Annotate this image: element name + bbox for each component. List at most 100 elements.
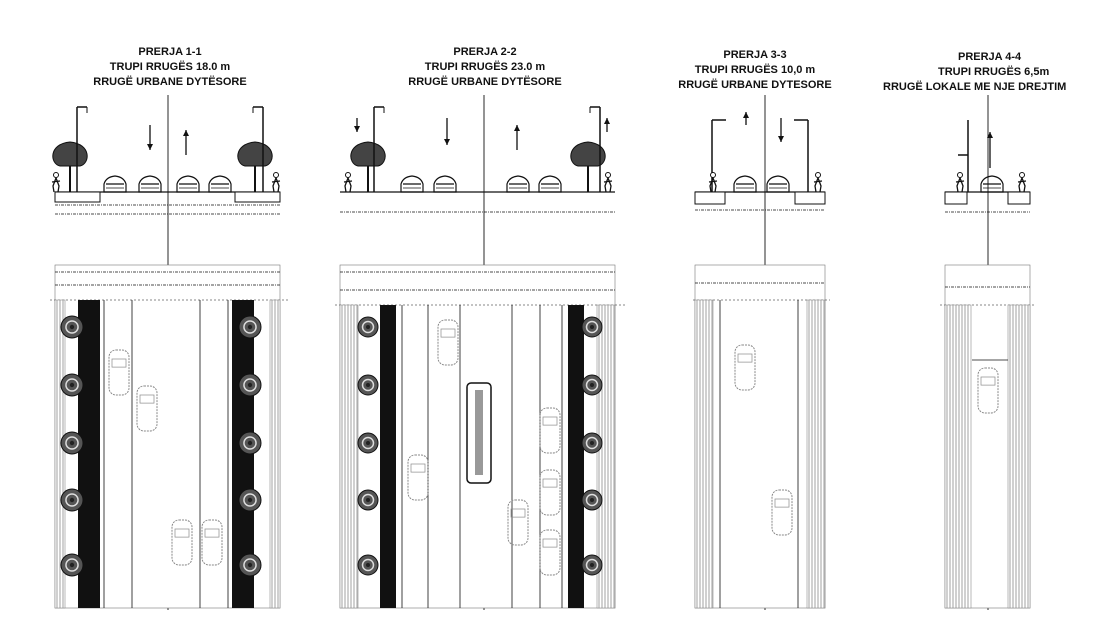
tree-ring — [65, 558, 79, 572]
pedestrian-icon — [957, 172, 963, 178]
tree-core — [247, 440, 253, 446]
tree-ring — [585, 493, 599, 507]
car-plan-icon — [108, 349, 130, 396]
tree-core — [590, 498, 594, 502]
tree-ring — [585, 378, 599, 392]
tree-core — [69, 562, 75, 568]
tree-ring — [65, 378, 79, 392]
arrow-head — [778, 136, 784, 142]
tree-ring — [361, 378, 375, 392]
car-plan-icon — [734, 344, 756, 391]
car-plan-icon — [771, 489, 793, 536]
arrow-head — [987, 132, 993, 138]
tree-elevation-icon — [350, 141, 386, 167]
tree-ring — [243, 320, 257, 334]
pedestrian-body — [271, 177, 281, 193]
tree-ring — [361, 436, 375, 450]
pedestrian-icon — [53, 172, 59, 178]
car-plan-icon — [171, 519, 193, 566]
car-windshield — [510, 508, 526, 518]
tree-ring — [243, 493, 257, 507]
tree-core — [590, 325, 594, 329]
section-type: RRUGË URBANE DYTESORE — [678, 79, 832, 91]
arrow-head — [604, 118, 610, 124]
arrow-head — [514, 125, 520, 131]
section-title-2: PRERJA 2-2 TRUPI RRUGËS 23.0 m RRUGË URB… — [375, 45, 595, 90]
pedestrian-body — [51, 177, 61, 193]
car-windshield — [737, 353, 753, 363]
tree-core — [366, 498, 370, 502]
tree-ring — [65, 493, 79, 507]
tree-ring — [361, 320, 375, 334]
car-windshield — [174, 528, 190, 538]
pedestrian-icon — [605, 172, 611, 178]
section-title-4: PRERJA 4-4 TRUPI RRUGËS 6,5m RRUGË LOKAL… — [883, 50, 1114, 95]
tree-ring — [243, 378, 257, 392]
tree-core — [69, 440, 75, 446]
section-width: TRUPI RRUGËS 23.0 m — [424, 61, 546, 73]
car-windshield — [410, 463, 426, 473]
car-plan-icon — [507, 499, 529, 546]
car-windshield — [204, 528, 220, 538]
car-plan-icon — [539, 529, 561, 576]
tree-ring — [585, 436, 599, 450]
tree-core — [366, 325, 370, 329]
tree-core — [590, 383, 594, 387]
car-plan-icon — [136, 385, 158, 432]
plan-outline — [694, 264, 826, 609]
car-windshield — [542, 416, 558, 426]
hatch-strip — [944, 304, 972, 609]
sidewalk-block — [694, 191, 726, 205]
section-type: RRUGË LOKALE ME NJE DREJTIM — [883, 81, 1067, 93]
pedestrian-body — [708, 177, 718, 193]
section-type: RRUGË URBANE DYTËSORE — [408, 76, 562, 88]
car-windshield — [139, 394, 155, 404]
section-name: PRERJA 1-1 — [138, 46, 202, 58]
tree-ring — [361, 558, 375, 572]
tree-ring — [65, 320, 79, 334]
pedestrian-body — [955, 177, 965, 193]
tree-ring — [585, 558, 599, 572]
car-plan-icon — [539, 407, 561, 454]
section-title-3: PRERJA 3-3 TRUPI RRUGËS 10,0 m RRUGË URB… — [655, 48, 855, 93]
pedestrian-body — [343, 177, 353, 193]
car-windshield — [542, 478, 558, 488]
car-plan-icon — [539, 469, 561, 516]
car-windshield — [111, 358, 127, 368]
sidewalk-block — [944, 191, 968, 205]
section-name: PRERJA 2-2 — [453, 46, 517, 58]
tree-core — [590, 563, 594, 567]
hatch-strip — [806, 299, 826, 609]
tree-core — [366, 441, 370, 445]
sidewalk-block — [1007, 191, 1031, 205]
tree-elevation-icon — [52, 141, 88, 167]
hatch-strip — [694, 299, 714, 609]
tree-core — [366, 563, 370, 567]
pedestrian-icon — [1019, 172, 1025, 178]
car-plan-icon — [201, 519, 223, 566]
arrow-head — [354, 126, 360, 132]
car-windshield — [542, 538, 558, 548]
hatch-strip — [339, 304, 359, 609]
pedestrian-icon — [273, 172, 279, 178]
median-strip — [568, 305, 584, 608]
pedestrian-icon — [345, 172, 351, 178]
pedestrian-icon — [710, 172, 716, 178]
tree-core — [247, 324, 253, 330]
pedestrian-body — [813, 177, 823, 193]
pedestrian-body — [603, 177, 613, 193]
arrow-head — [183, 130, 189, 136]
median-strip — [380, 305, 396, 608]
tree-ring — [65, 436, 79, 450]
section-name: PRERJA 3-3 — [723, 49, 787, 61]
section-width: TRUPI RRUGËS 10,0 m — [694, 64, 816, 76]
tree-core — [69, 497, 75, 503]
section-width: TRUPI RRUGËS 6,5m — [938, 66, 1050, 78]
section-width: TRUPI RRUGËS 18.0 m — [109, 61, 231, 73]
tree-core — [247, 382, 253, 388]
tree-ring — [361, 493, 375, 507]
pedestrian-body — [1017, 177, 1027, 193]
tree-core — [247, 497, 253, 503]
tree-core — [247, 562, 253, 568]
